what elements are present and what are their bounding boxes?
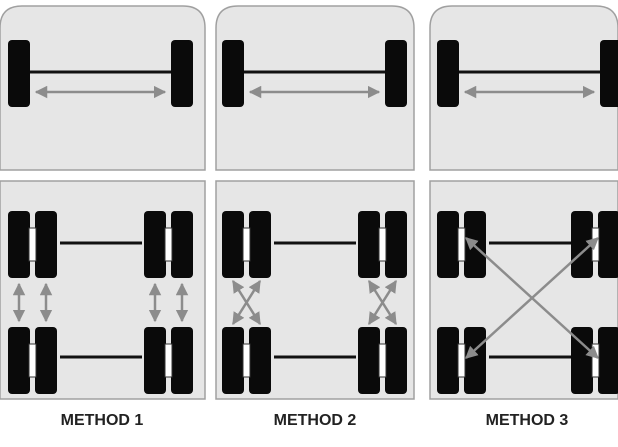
rotation-arrows: [465, 237, 599, 359]
front-axle-panel: [215, 5, 415, 171]
front-right-tire: [171, 40, 193, 107]
dual-tires-bottom-right: [358, 327, 407, 394]
dual-tires-bottom-left: [222, 327, 271, 394]
method-2-diagram: [215, 5, 415, 400]
method-3-label: METHOD 3: [485, 412, 569, 429]
front-left-tire: [222, 40, 244, 107]
dual-tires-bottom-left: [8, 327, 57, 394]
front-left-tire: [437, 40, 459, 107]
rotation-arrows: [12, 282, 189, 323]
method-1-diagram: [0, 5, 206, 400]
dual-tires-top-right: [358, 211, 407, 278]
method-1-label: METHOD 1: [60, 412, 144, 429]
rotation-arrows: [231, 279, 398, 326]
front-right-tire: [600, 40, 618, 107]
dual-tires-top-left: [222, 211, 271, 278]
front-right-tire: [385, 40, 407, 107]
dual-tires-top-right: [144, 211, 193, 278]
method-3-diagram: [429, 5, 618, 400]
front-left-tire: [8, 40, 30, 107]
dual-tires-bottom-right: [144, 327, 193, 394]
method-2-label: METHOD 2: [273, 412, 357, 429]
dual-tires-top-left: [8, 211, 57, 278]
